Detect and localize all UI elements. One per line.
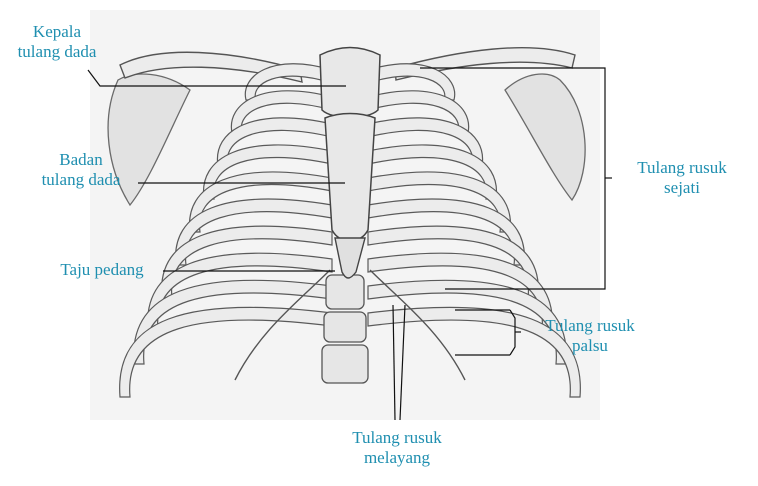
rib-right-10 <box>367 306 581 398</box>
leader-manubrium <box>87 69 346 87</box>
sternum-body-shape <box>324 112 376 242</box>
label-sternum-body: Badan tulang dada <box>24 150 138 190</box>
ribs-group <box>119 63 581 398</box>
leader-floating-right <box>399 304 406 421</box>
left-scapula <box>107 73 191 207</box>
label-true-ribs: Tulang rusuk sejati <box>612 158 752 198</box>
label-false-ribs-line1: Tulang rusuk <box>545 316 635 335</box>
manubrium-shape <box>319 46 381 119</box>
label-false-ribs: Tulang rusuk palsu <box>520 316 660 356</box>
label-manubrium: Kepala tulang dada <box>2 22 112 62</box>
right-costal-margin <box>369 269 466 381</box>
label-sternum-body-line1: Badan <box>59 150 103 169</box>
label-floating-ribs-line2: melayang <box>363 448 431 467</box>
label-manubrium-line1: Kepala <box>32 22 82 41</box>
label-true-ribs-line1: Tulang rusuk <box>637 158 727 177</box>
label-false-ribs-line2: palsu <box>572 336 608 355</box>
label-true-ribs-line2: sejati <box>664 178 700 197</box>
spine <box>321 274 369 384</box>
leader-floating-left <box>392 304 396 421</box>
rib-left-9 <box>133 279 333 365</box>
label-manubrium-line2: tulang dada <box>17 42 97 61</box>
right-scapula <box>504 73 586 202</box>
left-costal-margin <box>234 269 331 381</box>
label-sternum-body-line2: tulang dada <box>41 170 121 189</box>
rib-left-10 <box>119 306 333 398</box>
left-clavicle <box>119 51 303 83</box>
label-floating-ribs-line1: Tulang rusuk <box>352 428 442 447</box>
label-floating-ribs: Tulang rusuk melayang <box>322 428 472 468</box>
label-xiphoid: Taju pedang <box>40 260 164 280</box>
right-clavicle <box>394 47 576 81</box>
rib-right-9 <box>367 279 567 365</box>
xiphoid-shape <box>334 237 366 279</box>
label-xiphoid-line1: Taju pedang <box>60 260 144 279</box>
